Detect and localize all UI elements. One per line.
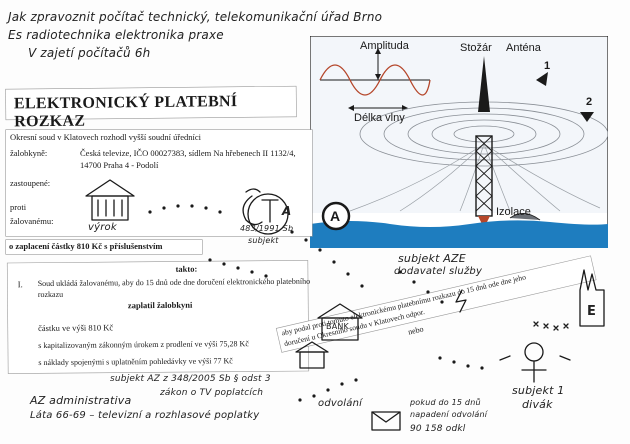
- court-line: Okresní soud v Klatovech rozhodl vyšší s…: [10, 132, 201, 142]
- mast-label: Stožár: [460, 42, 492, 54]
- pokud-label: pokud do 15 dnů: [410, 398, 481, 407]
- parties-clip: Okresní soud v Klatovech rozhodl vyšší s…: [6, 130, 312, 236]
- handwritten-note-1: Jak zpravoznit počítač technický, teleko…: [8, 10, 383, 24]
- kc-label: 90 158 odkl: [410, 424, 466, 434]
- divak-label: divák: [522, 398, 553, 411]
- zakon-2-label: zákon o TV poplatcích: [160, 388, 264, 398]
- payment-heading: o zaplacení částky 810 Kč s příslušenstv…: [9, 241, 163, 251]
- title-clip: ELEKTRONICKÝ PLATEBNÍ ROZKAZ: [5, 86, 297, 130]
- cta-subject-label: subjekt: [248, 236, 279, 245]
- vyrok-label: výrok: [88, 222, 117, 233]
- plaintiff-value-2: 14700 Praha 4 - Podolí: [80, 160, 159, 170]
- payment-heading-clip: o zaplacení částky 810 Kč s příslušenstv…: [6, 240, 202, 254]
- dodavatel-label: dodavatel služby: [394, 266, 483, 277]
- zakon-label: subjekt AZ z 348/2005 Sb § odst 3: [110, 374, 271, 384]
- order-text-2: rozkazu: [37, 289, 64, 300]
- order-clip: takto: I. Soud ukládá žalovanému, aby do…: [7, 260, 311, 374]
- nebo-label: nebo: [407, 324, 425, 337]
- arrow-1-label: 1: [544, 60, 551, 72]
- defendant-label: žalovanému:: [10, 216, 54, 226]
- handwritten-note-2: Es radiotechnika elektronika praxe: [8, 28, 224, 42]
- antenna-diagram-svg: [309, 35, 609, 249]
- plaintiff-label: žalobkyně:: [10, 148, 48, 158]
- amplitude-label: Amplituda: [360, 40, 409, 52]
- interest-line: s kapitalizovaným zákonným úrokem z prod…: [38, 339, 249, 351]
- takto-label: takto:: [175, 263, 198, 274]
- cta-a-label: A: [282, 204, 292, 218]
- subjekt-1-label: subjekt 1: [512, 384, 565, 397]
- costs-line: s náklady spojenými s uplatněním pohledá…: [38, 356, 233, 368]
- napade-label: napadení odvolání: [410, 410, 488, 419]
- badge-a-label: A: [330, 208, 341, 224]
- az-admin-label: AZ administrativa: [30, 394, 132, 407]
- pay-label: zaplatil žalobkyni: [127, 299, 193, 311]
- antenna-diagram: Amplituda Stožár Anténa Délka vlny Izola…: [309, 35, 609, 249]
- arrow-2-label: 2: [586, 96, 593, 108]
- odvolani-label: odvolání: [318, 398, 363, 409]
- bank-label: BANK: [326, 322, 349, 331]
- wavelength-label: Délka vlny: [354, 112, 405, 124]
- e-letter-label: E: [587, 304, 597, 319]
- against-label: proti: [10, 202, 27, 212]
- viewer-figure-icon: [499, 342, 571, 383]
- amount-line: částku ve výši 810 Kč: [38, 322, 114, 334]
- represented-label: zastoupené:: [10, 178, 51, 188]
- subjekt-aze-label: subjekt AZE: [398, 252, 466, 265]
- envelope-sketch-icon: [371, 411, 401, 431]
- lata-label: Láta 66-69 – televizní a rozhlasové popl…: [30, 410, 260, 421]
- document-title: ELEKTRONICKÝ PLATEBNÍ ROZKAZ: [13, 93, 238, 131]
- handwritten-note-3: V zajetí počítačů 6h: [28, 46, 151, 60]
- order-number: I.: [17, 279, 23, 290]
- plaintiff-value-1: Česká televize, IČO 00027383, sídlem Na …: [80, 148, 296, 158]
- order-text-1: Soud ukládá žalovanému, aby do 15 dnů od…: [37, 276, 311, 289]
- antenna-label: Anténa: [506, 42, 541, 54]
- cta-number-label: 483/1991 Sb: [240, 224, 294, 233]
- insulation-label: Izolace: [496, 206, 531, 218]
- right-clip-text-1: aby podal proti tomuto elektronickému pl…: [280, 272, 527, 338]
